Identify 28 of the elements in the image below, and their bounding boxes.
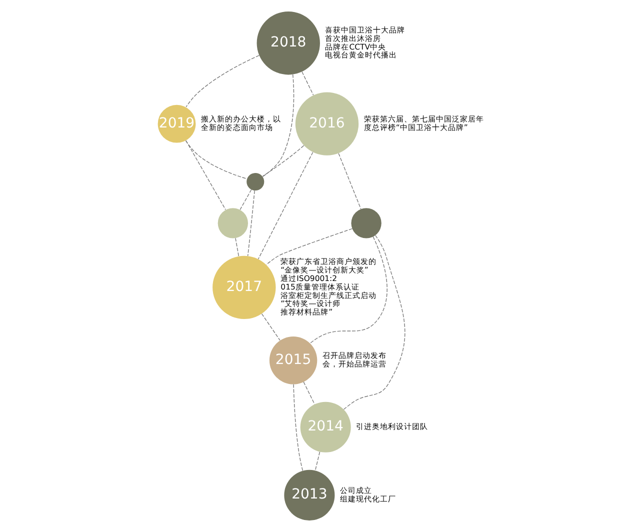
node-circle: 2016	[294, 92, 358, 156]
connector	[185, 55, 259, 108]
node-circle	[217, 208, 248, 238]
node-circle	[350, 208, 381, 238]
connector	[301, 71, 314, 96]
connector	[262, 74, 294, 177]
connector	[292, 384, 303, 472]
connector	[265, 228, 352, 265]
connector	[234, 238, 239, 256]
connector	[239, 189, 252, 210]
node-circle: 2019	[157, 104, 196, 143]
node-circle: 2013	[284, 470, 334, 520]
node-circle: 2018	[256, 12, 320, 75]
node-circle: 2015	[268, 336, 317, 384]
connector	[302, 382, 314, 405]
connector	[184, 140, 247, 180]
connector	[314, 452, 320, 471]
connector	[246, 190, 254, 256]
node-circle	[246, 172, 264, 191]
node-circle: 2014	[300, 402, 350, 452]
connector	[309, 236, 387, 344]
connector	[342, 234, 405, 410]
node-circle: 2017	[212, 256, 276, 319]
connector	[262, 145, 304, 177]
connector	[257, 152, 313, 260]
connector	[260, 313, 280, 341]
connector	[338, 153, 361, 210]
connector	[185, 140, 226, 210]
